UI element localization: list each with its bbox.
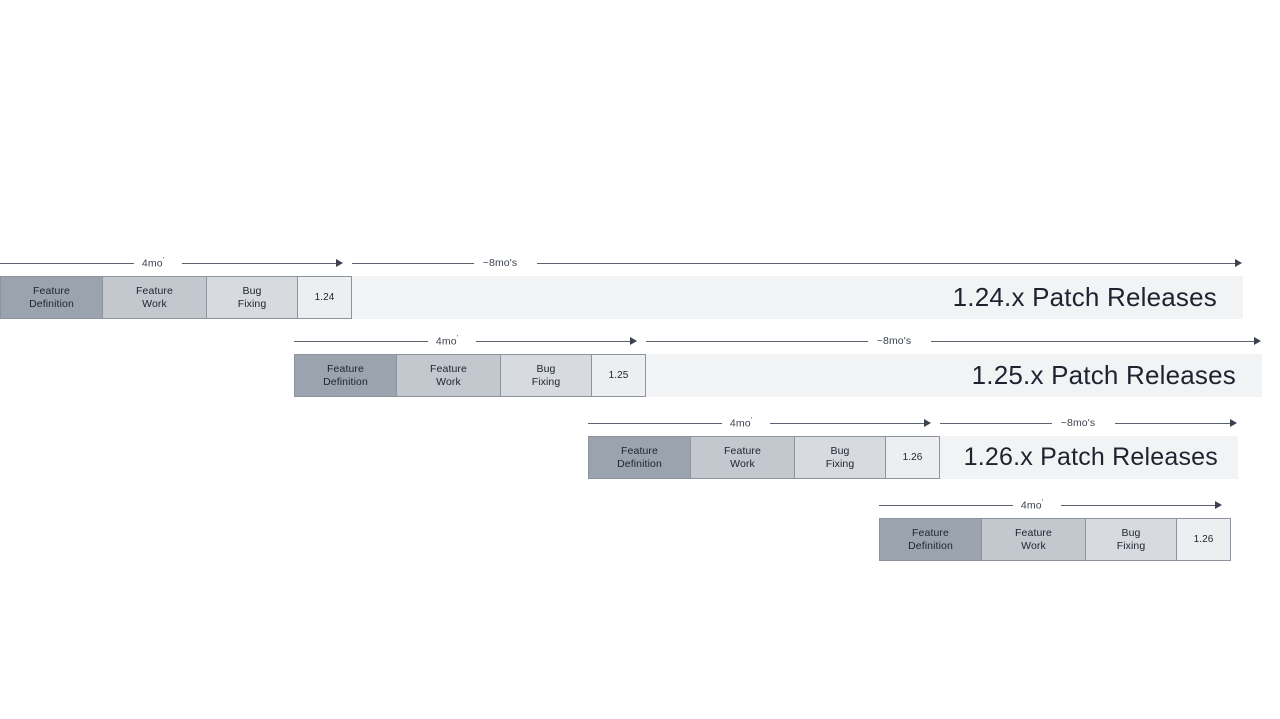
- measure-line-left: [646, 341, 868, 342]
- patch-duration-label: ~8mo's: [876, 335, 912, 347]
- patch-duration-measure-125: ~8mo's: [646, 331, 1262, 353]
- tick-mark: ': [456, 335, 459, 342]
- patch-release-label: 1.25.x Patch Releases: [971, 360, 1236, 390]
- tick-mark: ': [162, 257, 165, 264]
- measure-line-right: [1061, 505, 1216, 506]
- dev-duration-label: 4mo': [435, 335, 459, 348]
- measure-line-right: [770, 423, 925, 424]
- version-marker-125[interactable]: 1.25: [592, 354, 646, 397]
- measure-line-left: [352, 263, 474, 264]
- measure-line-right: [1115, 423, 1231, 424]
- measure-line-left: [0, 263, 134, 264]
- measure-line-right: [931, 341, 1255, 342]
- patch-release-label: 1.24.x Patch Releases: [952, 282, 1217, 312]
- measure-arrowhead: [630, 336, 637, 345]
- measure-line-left: [588, 423, 722, 424]
- patch-duration-measure-124: ~8mo's: [352, 253, 1243, 275]
- measure-line-right: [476, 341, 631, 342]
- measure-line-left: [879, 505, 1013, 506]
- version-label: 1.26: [902, 451, 923, 463]
- measure-arrowhead: [1254, 336, 1261, 345]
- dev-duration-measure-126: 4mo': [588, 413, 932, 435]
- measure-line-left: [940, 423, 1052, 424]
- version-label: 1.24: [314, 291, 335, 303]
- patch-duration-label: ~8mo's: [1060, 417, 1096, 429]
- version-label: 1.26: [1193, 533, 1214, 545]
- dev-duration-measure-next: 4mo': [879, 495, 1223, 517]
- measure-line-left: [294, 341, 428, 342]
- patch-release-band-126: 1.26.x Patch Releases: [940, 436, 1238, 479]
- patch-release-band-124: 1.24.x Patch Releases: [352, 276, 1243, 319]
- dev-duration-label: 4mo': [1020, 499, 1044, 512]
- patch-duration-measure-126: ~8mo's: [940, 413, 1238, 435]
- patch-duration-label: ~8mo's: [482, 257, 518, 269]
- measure-arrowhead: [1230, 418, 1237, 427]
- measure-arrowhead: [1235, 258, 1242, 267]
- version-marker-124[interactable]: 1.24: [298, 276, 352, 319]
- measure-arrowhead: [924, 418, 931, 427]
- measure-arrowhead: [336, 258, 343, 267]
- dev-duration-label: 4mo': [141, 257, 165, 270]
- dev-duration-measure-125: 4mo': [294, 331, 638, 353]
- version-label: 1.25: [608, 369, 629, 381]
- measure-arrowhead: [1215, 500, 1222, 509]
- version-marker-126[interactable]: 1.26: [886, 436, 940, 479]
- version-marker-next[interactable]: 1.26: [1177, 518, 1231, 561]
- tick-mark: ': [750, 417, 753, 424]
- patch-release-band-125: 1.25.x Patch Releases: [646, 354, 1262, 397]
- tick-mark: ': [1041, 499, 1044, 506]
- measure-line-right: [537, 263, 1236, 264]
- dev-duration-label: 4mo': [729, 417, 753, 430]
- patch-release-label: 1.26.x Patch Releases: [963, 443, 1218, 471]
- measure-line-right: [182, 263, 337, 264]
- dev-duration-measure-124: 4mo': [0, 253, 344, 275]
